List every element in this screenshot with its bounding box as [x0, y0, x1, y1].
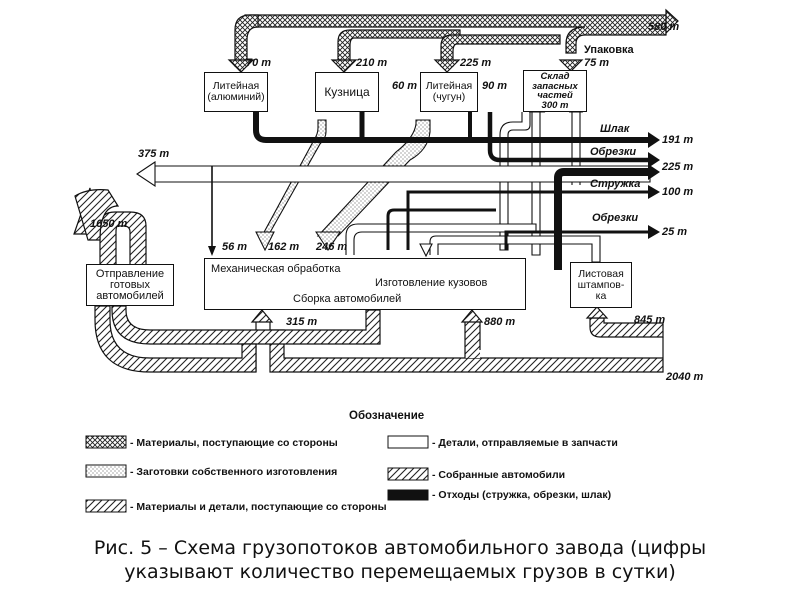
node-spare-line3: частей: [537, 90, 573, 101]
legend-swatch-waste: [387, 489, 429, 501]
node-main-shop: Механическая обработка Изготовление кузо…: [204, 258, 526, 310]
flow-845: 845 т: [634, 314, 666, 326]
node-forge: Кузница: [315, 72, 379, 112]
flow-shavings-value: 100 т: [662, 186, 694, 198]
flow-scrap2-label: Обрезки: [592, 212, 639, 224]
legend-item-spare: - Детали, отправляемые в запчасти: [432, 437, 618, 449]
node-stamping-line2: штампов-: [577, 278, 625, 291]
node-foundry-iron-line1: Литейная: [425, 80, 473, 92]
flow-2040: 2040 т: [666, 371, 704, 383]
caption-line2: указывают количество перемещаемых грузов…: [124, 561, 676, 583]
flow-packaging-label: Упаковка: [584, 44, 634, 56]
legend-item-parts: - Материалы и детали, поступающие со сто…: [130, 501, 387, 513]
node-spare-line2: запасных: [532, 80, 578, 92]
flow-1650: 1650 т: [90, 218, 128, 230]
flow-375: 375 т: [138, 148, 170, 160]
node-foundry-iron: Литейная (чугун): [420, 72, 478, 112]
flow-315: 315 т: [286, 316, 318, 328]
node-shipping: Отправление готовых автомобилей: [86, 264, 174, 306]
node-spare-line1: Склад: [540, 71, 570, 82]
flow-162: 162 т: [268, 241, 300, 253]
flow-225-in: 225 т: [460, 57, 492, 69]
flow-scrap2-value: 25 т: [662, 226, 688, 238]
flow-246: 246 т: [316, 241, 348, 253]
node-foundry-aluminum: Литейная (алюминий): [204, 72, 268, 112]
legend-swatch-blanks: [85, 464, 127, 478]
node-stamping-line1: Листовая: [578, 267, 624, 280]
node-shipping-line3: автомобилей: [96, 289, 164, 302]
flow-shavings-label: Стружка: [590, 178, 641, 190]
flow-70: 70 т: [246, 57, 272, 69]
node-foundry-aluminum-line2: (алюминий): [207, 91, 265, 103]
figure-caption: Рис. 5 – Схема грузопотоков автомобильно…: [0, 536, 800, 584]
node-shipping-line1: Отправление: [95, 267, 165, 280]
flow-packaging-value: 75 т: [584, 57, 610, 69]
main-shop-machining: Механическая обработка: [211, 263, 341, 275]
flow-210: 210 т: [356, 57, 388, 69]
legend-swatches: [85, 435, 429, 513]
spare-parts-flow: [136, 103, 651, 263]
node-shipping-line2: готовых: [110, 278, 150, 291]
main-shop-assembly: Сборка автомобилей: [293, 293, 402, 305]
flow-slag-value: 191 т: [662, 134, 694, 146]
flow-scrap1-value: 225 т: [662, 161, 694, 173]
legend-swatch-spare: [387, 435, 429, 449]
legend-swatch-external: [85, 435, 127, 449]
node-foundry-iron-line2: (чугун): [432, 91, 466, 103]
node-stamping-line3: ка: [595, 289, 607, 302]
legend-item-waste: - Отходы (стружка, обрезки, шлак): [432, 489, 612, 501]
flow-90: 90 т: [482, 80, 508, 92]
flow-slag-label: Шлак: [600, 123, 630, 135]
legend-swatch-parts: [85, 499, 127, 513]
flow-880: 880 т: [484, 316, 516, 328]
flow-56: 56 т: [222, 241, 248, 253]
node-stamping: Листовая штампов- ка: [570, 262, 632, 308]
legend-item-external: - Материалы, поступающие со стороны: [130, 437, 338, 449]
legend-item-blanks: - Заготовки собственного изготовления: [130, 466, 338, 478]
flow-580: 580 т: [648, 21, 680, 33]
legend-item-cars: - Собранные автомобили: [432, 469, 566, 481]
node-forge-line1: Кузница: [324, 84, 370, 99]
node-foundry-aluminum-line1: Литейная: [212, 80, 260, 92]
flow-60: 60 т: [392, 80, 418, 92]
caption-line1: Рис. 5 – Схема грузопотоков автомобильно…: [93, 537, 707, 559]
external-materials-flow: [227, 8, 679, 73]
node-spare-line4: 300 т: [541, 99, 569, 111]
flow-scrap1-label: Обрезки: [590, 146, 637, 158]
legend-swatch-cars: [387, 467, 429, 481]
main-shop-body-making: Изготовление кузовов: [375, 277, 488, 289]
assembled-cars-flow: [73, 187, 381, 373]
node-spare-parts-warehouse: Склад запасных частей 300 т: [523, 70, 587, 112]
waste-flow: [253, 112, 660, 270]
legend-title: Обозначение: [349, 410, 425, 422]
